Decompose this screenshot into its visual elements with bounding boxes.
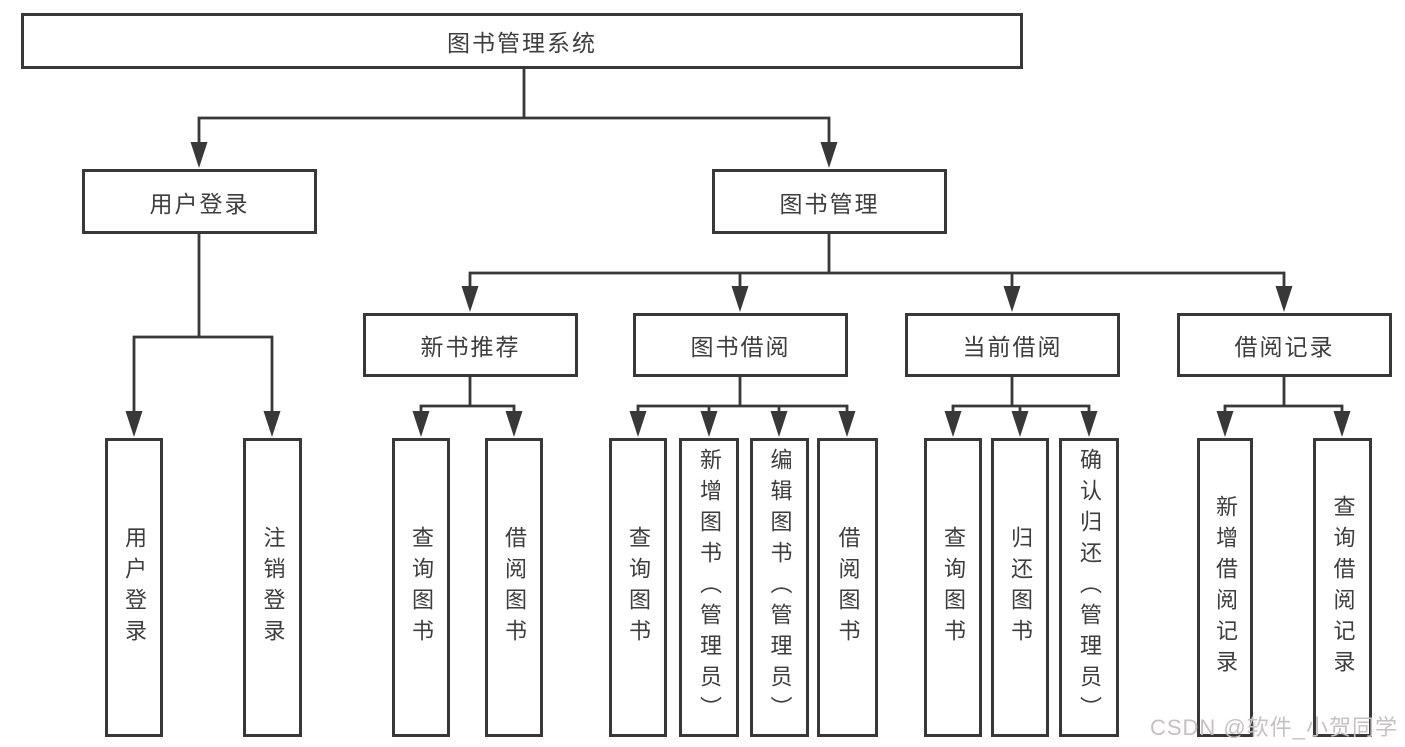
arrowhead-icon <box>461 286 479 312</box>
node-label: 新增图书（管理员） <box>697 448 722 727</box>
node-label: 图书借阅 <box>690 334 791 360</box>
arrowhead-icon <box>125 411 143 437</box>
arrowheads <box>125 142 1351 437</box>
node-book-borrowing: 图书借阅 <box>633 313 848 377</box>
node-new-book-recommendation: 新书推荐 <box>363 313 578 377</box>
arrowhead-icon <box>412 411 430 437</box>
leaf-borrow-books-recommend: 借阅图书 <box>485 438 543 737</box>
leaf-query-books-borrowing: 查询图书 <box>609 438 667 737</box>
leaf-add-book-admin: 新增图书（管理员） <box>679 438 739 737</box>
node-label: 注销登录 <box>260 525 286 650</box>
leaf-query-books-current: 查询图书 <box>924 438 982 737</box>
node-label: 借阅图书 <box>835 525 861 650</box>
arrowhead-icon <box>1216 411 1234 437</box>
node-label: 编辑图书（管理员） <box>767 448 793 727</box>
node-book-management: 图书管理 <box>712 169 947 234</box>
leaf-add-borrow-record: 新增借阅记录 <box>1197 438 1253 737</box>
node-library-management-system: 图书管理系统 <box>21 13 1023 69</box>
arrowhead-icon <box>1003 286 1021 312</box>
node-label: 查询借阅记录 <box>1330 494 1356 681</box>
arrowhead-icon <box>1333 411 1351 437</box>
arrowhead-icon <box>263 411 281 437</box>
arrowhead-icon <box>731 286 749 312</box>
arrowhead-icon <box>700 411 718 437</box>
node-label: 查询图书 <box>941 525 966 650</box>
watermark: CSDN @软件_小贺同学 <box>1149 715 1398 740</box>
node-label: 用户登录 <box>149 190 250 217</box>
arrowhead-icon <box>770 411 788 437</box>
node-label: 用户登录 <box>122 525 147 650</box>
node-label: 归还图书 <box>1008 525 1033 650</box>
node-label: 查询图书 <box>409 525 434 650</box>
node-label: 图书管理 <box>779 190 880 217</box>
leaf-user-login: 用户登录 <box>105 438 163 737</box>
arrowhead-icon <box>190 142 208 168</box>
arrowhead-icon <box>1080 411 1098 437</box>
leaf-logout: 注销登录 <box>243 438 302 737</box>
leaf-borrow-books: 借阅图书 <box>817 438 878 737</box>
leaf-confirm-return-admin: 确认归还（管理员） <box>1059 438 1119 737</box>
node-user-login: 用户登录 <box>82 169 317 234</box>
leaf-query-borrow-record: 查询借阅记录 <box>1313 438 1372 737</box>
arrowhead-icon <box>838 411 856 437</box>
node-borrowing-records: 借阅记录 <box>1177 313 1392 377</box>
node-label: 确认归还（管理员） <box>1077 448 1102 727</box>
node-label: 查询图书 <box>626 525 651 650</box>
node-label: 新书推荐 <box>420 334 521 360</box>
node-label: 图书管理系统 <box>447 30 597 56</box>
leaf-edit-book-admin: 编辑图书（管理员） <box>750 438 809 737</box>
arrowhead-icon <box>505 411 523 437</box>
node-label: 新增借阅记录 <box>1213 494 1238 681</box>
arrowhead-icon <box>1275 286 1293 312</box>
leaf-return-books: 归还图书 <box>991 438 1049 737</box>
node-label: 借阅记录 <box>1234 334 1335 360</box>
arrowhead-icon <box>944 411 962 437</box>
arrowhead-icon <box>820 142 838 168</box>
arrowhead-icon <box>629 411 647 437</box>
node-label: 当前借阅 <box>962 334 1063 360</box>
leaf-query-books-recommend: 查询图书 <box>392 438 450 737</box>
node-label: 借阅图书 <box>502 525 527 650</box>
node-current-borrowing: 当前借阅 <box>905 313 1120 377</box>
arrowhead-icon <box>1011 411 1029 437</box>
